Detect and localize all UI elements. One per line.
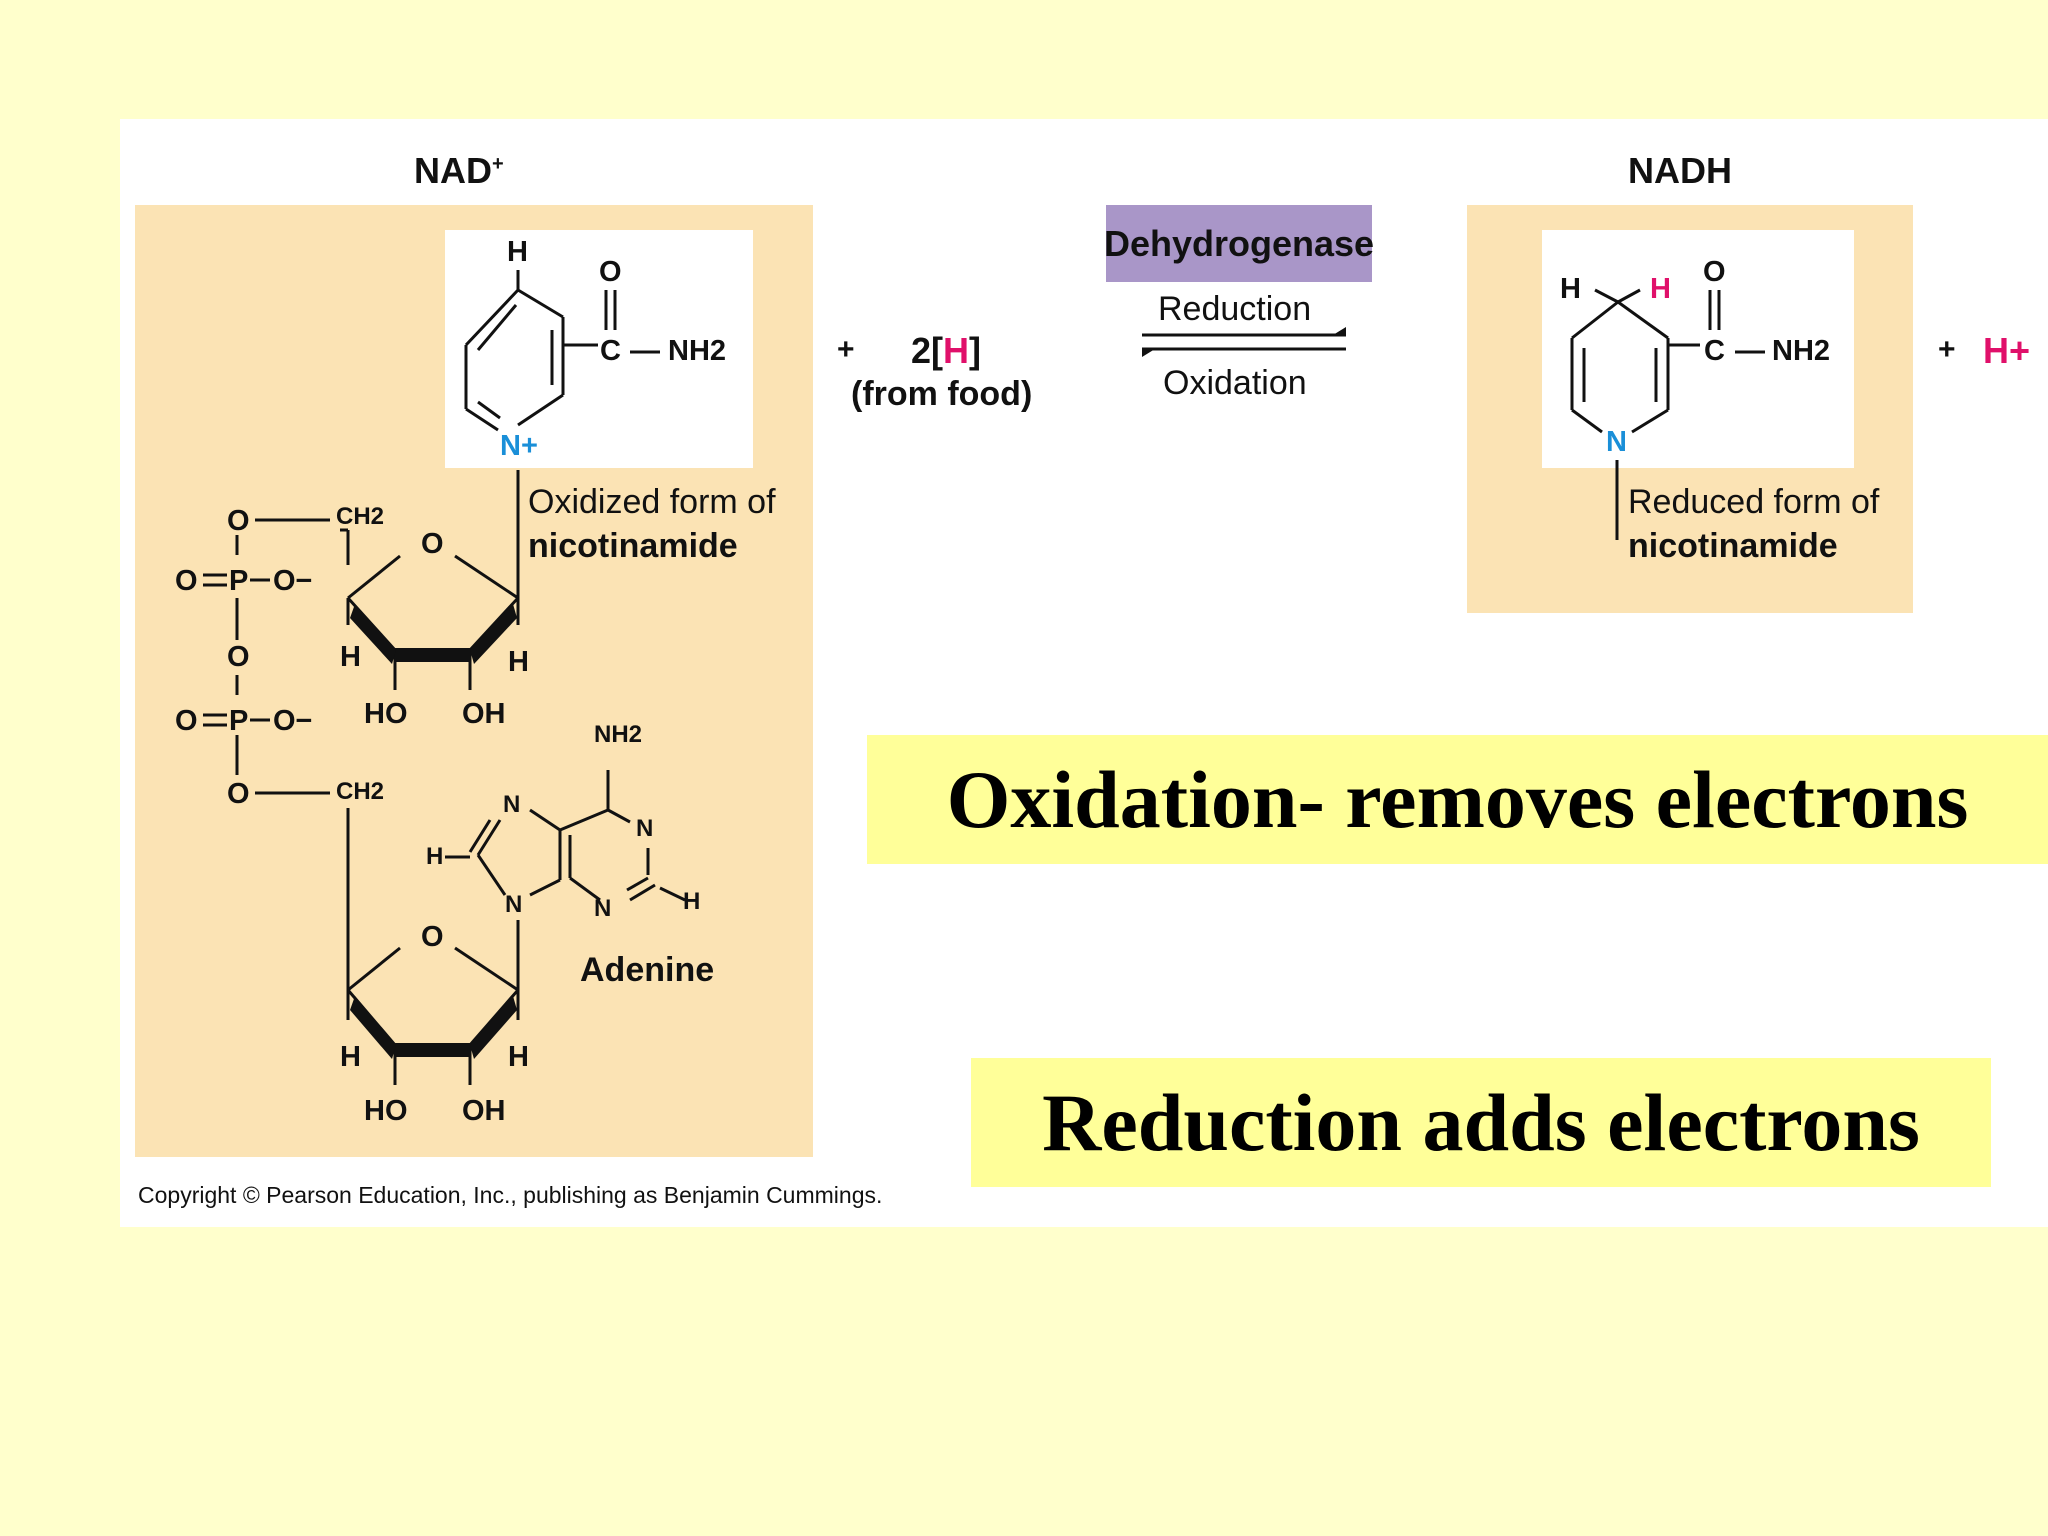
ribose2-ho: HO <box>364 1095 408 1127</box>
phosphate1-double-o: O <box>175 565 198 597</box>
oxidation-callout: Oxidation- removes electrons <box>867 735 2048 864</box>
reduction-label: Reduction <box>1158 290 1312 328</box>
nad-carbonyl-o: O <box>599 256 622 288</box>
from-food-label: (from food) <box>851 375 1033 413</box>
nad-carbonyl-c: C <box>600 335 621 367</box>
ribose1-ring-o: O <box>421 528 444 560</box>
phosphate1-o-minus: O− <box>273 565 313 597</box>
phosphate2-double-o: O <box>175 705 198 737</box>
nadh-title: NADH <box>1628 150 1732 191</box>
ribose2-h-right: H <box>508 1041 529 1073</box>
nadh-ring-h-added: H <box>1650 273 1671 305</box>
plus-left: + <box>837 333 855 366</box>
bridging-o: O <box>227 641 250 673</box>
ribose1-ho: HO <box>364 698 408 730</box>
adenine-label: Adenine <box>580 951 715 989</box>
ribose2-oh: OH <box>462 1095 506 1127</box>
phosphate2-o-minus: O− <box>273 705 313 737</box>
nadh-caption-line1: Reduced form of <box>1628 483 1880 521</box>
reduction-callout: Reduction adds electrons <box>971 1058 1991 1187</box>
ribose2-ring-o: O <box>421 921 444 953</box>
adenine-nh2: NH2 <box>594 721 643 748</box>
copyright-notice: Copyright © Pearson Education, Inc., pub… <box>138 1182 883 1208</box>
nad-amide-nh2: NH2 <box>668 335 727 367</box>
adenine-n7: N <box>503 791 521 818</box>
adenine-n9: N <box>505 891 523 918</box>
plus-right: + <box>1938 333 1956 366</box>
adenine-h2: H <box>683 888 701 915</box>
ribose1-ch2: CH2 <box>336 503 385 530</box>
ribose1-h-right: H <box>508 646 529 678</box>
nadh-amide-nh2: NH2 <box>1772 335 1831 367</box>
nadh-carbonyl-o: O <box>1703 256 1726 288</box>
nad-ring-n-plus: N+ <box>500 430 538 462</box>
ribose2-ch2: CH2 <box>336 778 385 805</box>
nadh-ring-h-left: H <box>1560 273 1581 305</box>
phosphate-o-bottom: O <box>227 778 250 810</box>
nad-caption-line2: nicotinamide <box>528 527 738 565</box>
phosphate2-p: P <box>229 705 249 737</box>
adenine-n3: N <box>594 895 612 922</box>
hydrogen-input: 2[H] <box>911 330 982 371</box>
ribose2-h-left: H <box>340 1041 361 1073</box>
phosphate-o-top: O <box>227 505 250 537</box>
ribose1-oh: OH <box>462 698 506 730</box>
nadh-nicotinamide-inset <box>1542 230 1854 468</box>
nad-ring-h: H <box>507 236 528 268</box>
nadh-ring-n: N <box>1606 426 1627 458</box>
nad-caption-line1: Oxidized form of <box>528 483 776 521</box>
adenine-n1: N <box>636 815 654 842</box>
oxidation-label: Oxidation <box>1163 364 1307 402</box>
phosphate1-p: P <box>229 565 249 597</box>
ribose1-h-left: H <box>340 641 361 673</box>
dehydrogenase-label: Dehydrogenase <box>1104 205 1374 282</box>
nadh-caption-line2: nicotinamide <box>1628 527 1838 565</box>
nadh-carbonyl-c: C <box>1704 335 1725 367</box>
h-plus-product: H+ <box>1983 330 2031 371</box>
adenine-h8: H <box>426 843 444 870</box>
nad-title: NAD+ <box>414 150 504 191</box>
